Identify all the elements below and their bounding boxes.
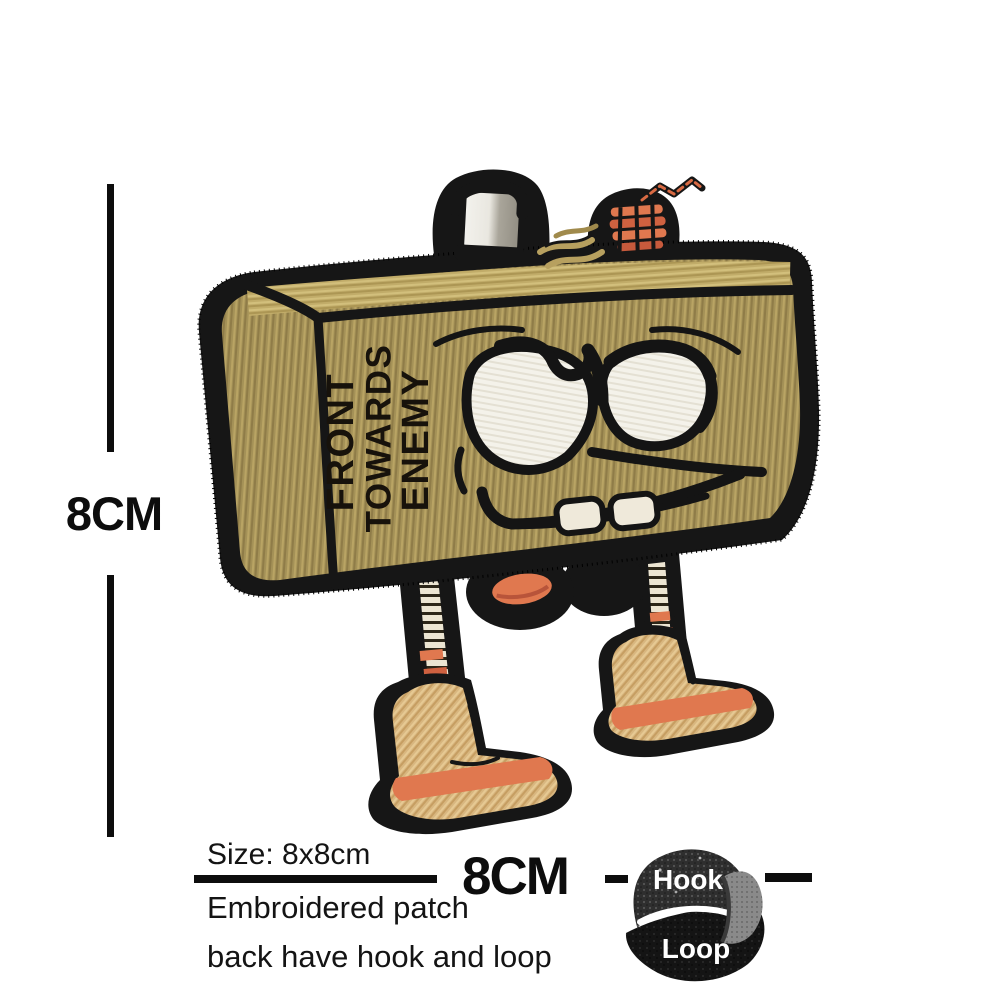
fuze-orange-stitching: [609, 202, 667, 253]
horizontal-measure-dash-right: [765, 873, 812, 882]
caption-size: Size: 8x8cm: [207, 838, 371, 871]
patch-text-front: FRONT: [320, 373, 362, 511]
patch-stencil-text: FRONT TOWARDS ENEMY: [320, 344, 437, 533]
velcro-illustration: Hook Loop: [625, 849, 765, 982]
patch-text-enemy: ENEMY: [395, 369, 437, 512]
caption-backing: back have hook and loop: [207, 939, 552, 974]
curled-corner: [720, 871, 763, 944]
right-eyebrow: [649, 326, 741, 355]
vertical-measure-line-top: [107, 184, 114, 452]
caption-material: Embroidered patch: [207, 890, 469, 925]
left-eye: [461, 342, 598, 475]
hook-label: Hook: [653, 864, 723, 895]
caption-underline: [194, 875, 437, 883]
left-boot: [368, 673, 572, 835]
patch-text-towards: TOWARDS: [360, 344, 399, 533]
loop-label: Loop: [662, 933, 730, 964]
horizontal-dimension-label: 8CM: [462, 847, 570, 906]
blasting-cap: [449, 179, 529, 264]
right-boot: [593, 625, 775, 758]
teeth: [553, 490, 661, 537]
detonator-wires: [537, 223, 605, 269]
vertical-dimension-label: 8CM: [65, 487, 163, 540]
patch-face: [433, 325, 767, 537]
horizontal-measure-dash-left: [605, 875, 628, 883]
left-eyebrow: [433, 325, 525, 347]
patch-illustration: FRONT TOWARDS ENEMY: [197, 169, 821, 835]
hook-piece: [633, 849, 748, 930]
vertical-measure-line-bottom: [107, 575, 114, 837]
